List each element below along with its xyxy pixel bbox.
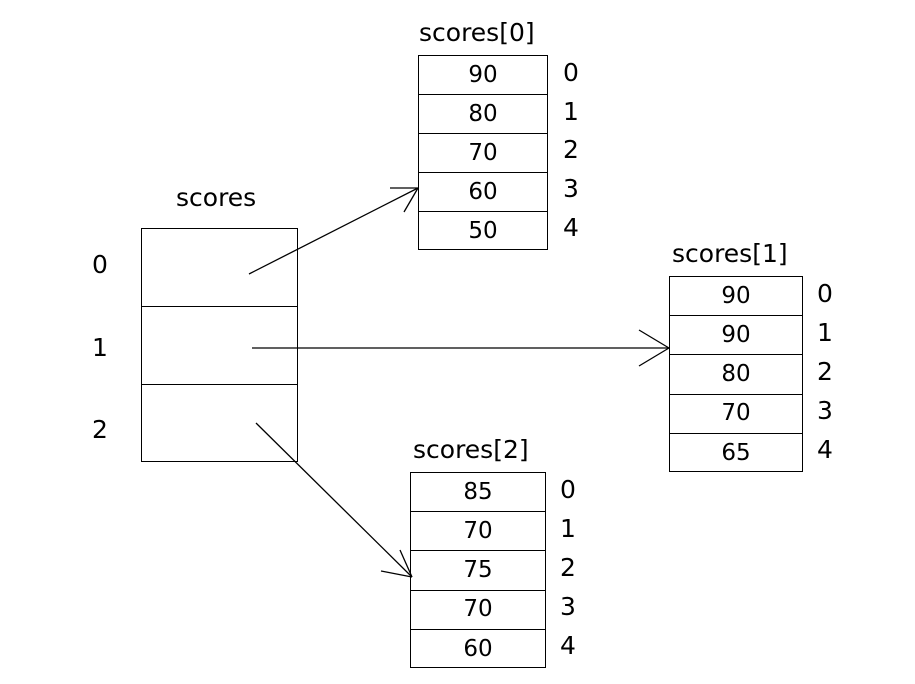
scores0-cell-4[interactable]: 50 — [468, 218, 498, 244]
scores2-array: 85 70 75 70 60 — [410, 472, 546, 668]
scores1-array: 90 90 80 70 65 — [669, 276, 803, 472]
scores1-index-label-4: 4 — [817, 435, 833, 464]
scores2-index-label-1: 1 — [560, 514, 576, 543]
scores1-cell-1[interactable]: 90 — [670, 316, 802, 356]
scores1-cell-4[interactable]: 65 — [721, 439, 751, 466]
scores0-index-label-0: 0 — [563, 58, 579, 87]
scores0-cell-0[interactable]: 90 — [419, 56, 547, 95]
scores0-index-label-4: 4 — [563, 213, 579, 242]
scores0-index-label-2: 2 — [563, 135, 579, 164]
scores-index-label-0: 0 — [92, 250, 108, 279]
scores2-index-label-3: 3 — [560, 592, 576, 621]
scores0-index-label-1: 1 — [563, 97, 579, 126]
scores1-index-label-3: 3 — [817, 396, 833, 425]
scores0-array: 90 80 70 60 50 — [418, 55, 548, 250]
scores2-cell-3[interactable]: 70 — [411, 591, 545, 630]
scores2-index-label-2: 2 — [560, 553, 576, 582]
scores1-cell-2[interactable]: 80 — [670, 355, 802, 395]
scores1-cell-3[interactable]: 70 — [670, 395, 802, 434]
scores1-index-label-0: 0 — [817, 279, 833, 308]
scores2-cell-2[interactable]: 75 — [411, 551, 545, 591]
scores-pointer-array — [141, 228, 298, 462]
scores-cell-0[interactable] — [142, 229, 297, 307]
scores1-index-label-1: 1 — [817, 318, 833, 347]
scores1-cell-0[interactable]: 90 — [670, 277, 802, 317]
scores1-index-label-2: 2 — [817, 357, 833, 386]
scores2-cell-0[interactable]: 85 — [411, 473, 545, 513]
scores0-cell-2[interactable]: 70 — [419, 134, 547, 173]
scores2-array-title: scores[2] — [413, 435, 529, 464]
scores-index-label-1: 1 — [92, 333, 108, 362]
scores2-cell-1[interactable]: 70 — [411, 512, 545, 552]
scores1-array-title: scores[1] — [672, 239, 788, 268]
scores0-array-title: scores[0] — [419, 18, 535, 47]
scores0-cell-1[interactable]: 80 — [419, 95, 547, 134]
scores-index-label-2: 2 — [92, 415, 108, 444]
scores-array-title: scores — [176, 183, 257, 212]
scores0-index-label-3: 3 — [563, 174, 579, 203]
scores-cell-2[interactable] — [142, 385, 297, 463]
scores2-index-label-4: 4 — [560, 631, 576, 660]
scores0-cell-3[interactable]: 60 — [419, 173, 547, 212]
scores-cell-1[interactable] — [142, 307, 297, 385]
pointer-1-to-scores1-arrow — [252, 329, 670, 367]
scores2-cell-4[interactable]: 60 — [463, 635, 493, 662]
scores2-index-label-0: 0 — [560, 475, 576, 504]
